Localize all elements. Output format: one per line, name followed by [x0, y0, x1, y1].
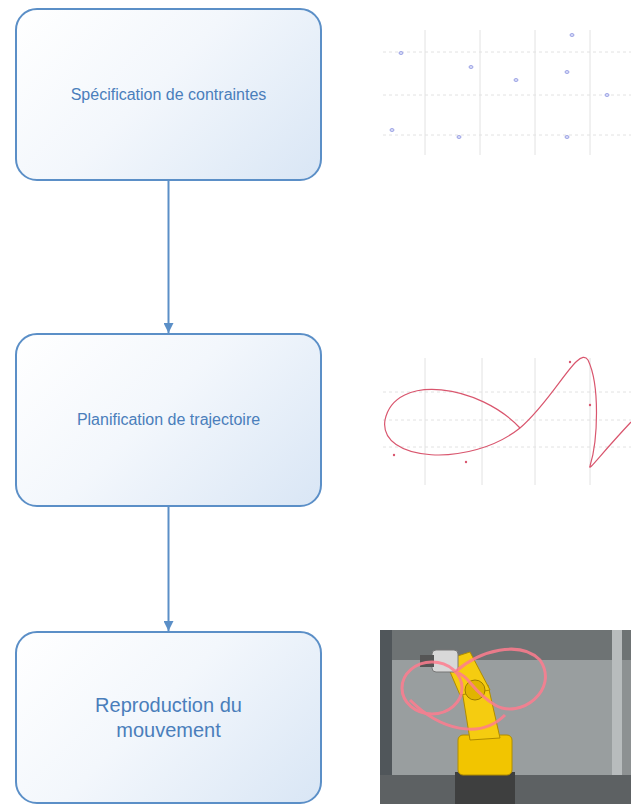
grid-line — [482, 358, 483, 485]
grid-line — [480, 30, 481, 155]
trajectory-loop — [455, 649, 545, 709]
constraint-point — [605, 94, 609, 97]
constraint-point — [570, 34, 574, 37]
box-label: Reproduction du mouvement — [69, 693, 269, 743]
robot-base — [458, 735, 512, 775]
box-content: Planification de trajectoire — [77, 410, 260, 430]
box-label: Spécification de contraintes — [71, 85, 267, 105]
grid-line — [535, 30, 536, 155]
constraint-point — [457, 136, 461, 139]
constraint-point — [514, 79, 518, 82]
constraint-point — [399, 52, 403, 55]
flow-arrow — [168, 507, 170, 631]
robot-photo — [380, 630, 631, 804]
trajectory-point — [393, 454, 395, 456]
robot-pedestal — [455, 772, 515, 804]
trajectory-point — [569, 361, 571, 363]
trajectory-loop — [402, 662, 462, 714]
process-box: Reproduction du mouvement — [15, 631, 322, 804]
grid-line — [590, 30, 591, 155]
photo-background — [380, 630, 631, 804]
grid-line — [383, 95, 631, 96]
grid-line — [425, 30, 426, 155]
constraint-point — [565, 136, 569, 139]
grid-line — [383, 420, 631, 421]
grid-line — [383, 135, 631, 136]
flow-arrow — [168, 181, 170, 333]
box-content: Spécification de contraintes — [71, 85, 267, 105]
reproduced-trajectory — [402, 649, 545, 729]
trajectory-point — [465, 461, 467, 463]
trajectory-loop — [410, 700, 505, 729]
constraint-points — [390, 34, 609, 139]
trajectory-point — [589, 404, 591, 406]
trajectory-points — [393, 361, 591, 463]
box-label: Planification de trajectoire — [77, 410, 260, 430]
constraint-point — [469, 66, 473, 69]
grid-line — [425, 358, 426, 485]
trajectory-curve — [385, 357, 631, 467]
box-content: Reproduction du mouvement — [69, 693, 269, 743]
process-box: Spécification de contraintes — [15, 8, 322, 181]
grid-line — [383, 392, 631, 393]
grid-line — [383, 52, 631, 53]
process-box: Planification de trajectoire — [15, 333, 322, 507]
constraint-grid — [383, 30, 631, 155]
constraint-point — [565, 71, 569, 74]
grid-line — [535, 358, 536, 485]
constraint-point — [390, 129, 394, 132]
photo-ceiling — [380, 630, 631, 660]
trajectory-grid — [383, 358, 631, 485]
